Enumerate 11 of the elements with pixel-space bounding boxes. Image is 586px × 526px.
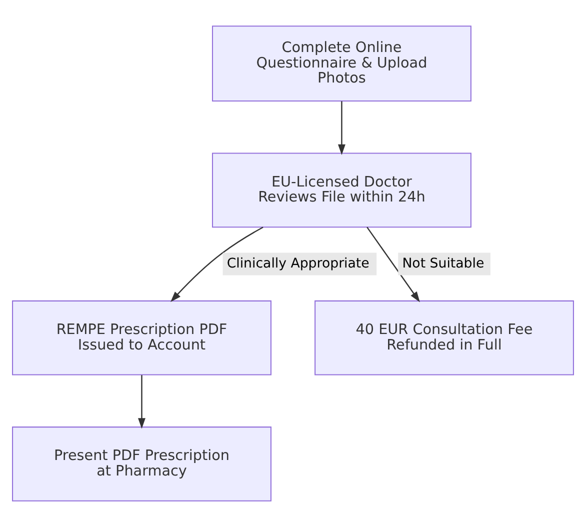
arrow [366, 226, 420, 302]
edge-label: Clinically Appropriate [226, 256, 370, 271]
node-box: REMPE Prescription PDF Issued to Account [12, 300, 272, 375]
edge-label: Not Suitable [402, 256, 484, 271]
node-box: Complete Online Questionnaire & Upload Photos [212, 25, 472, 101]
node-box: Present PDF Prescription at Pharmacy [12, 426, 272, 501]
node-box: 40 EUR Consultation Fee Refunded in Full [314, 300, 574, 375]
arrow [138, 374, 146, 428]
arrow [170, 226, 264, 302]
arrow [338, 100, 346, 154]
node-box: EU-Licensed Doctor Reviews File within 24h [212, 152, 472, 228]
